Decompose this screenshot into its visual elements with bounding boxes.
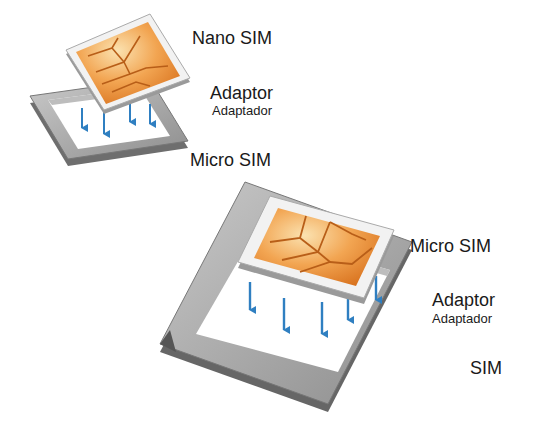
- part-label: Adaptor: [210, 84, 273, 104]
- part-label: SIM: [470, 359, 502, 379]
- part-sublabel: Adaptador: [432, 312, 492, 326]
- part-sublabel: Adaptador: [212, 104, 272, 118]
- sim-adaptor: [160, 182, 412, 412]
- micro-sim-card: [238, 196, 394, 304]
- part-label: Adaptor: [432, 291, 495, 311]
- part-label: Micro SIM: [190, 151, 271, 171]
- part-label: Nano SIM: [192, 29, 272, 49]
- part-label: Micro SIM: [410, 237, 491, 257]
- nano-sim-card: [66, 14, 190, 114]
